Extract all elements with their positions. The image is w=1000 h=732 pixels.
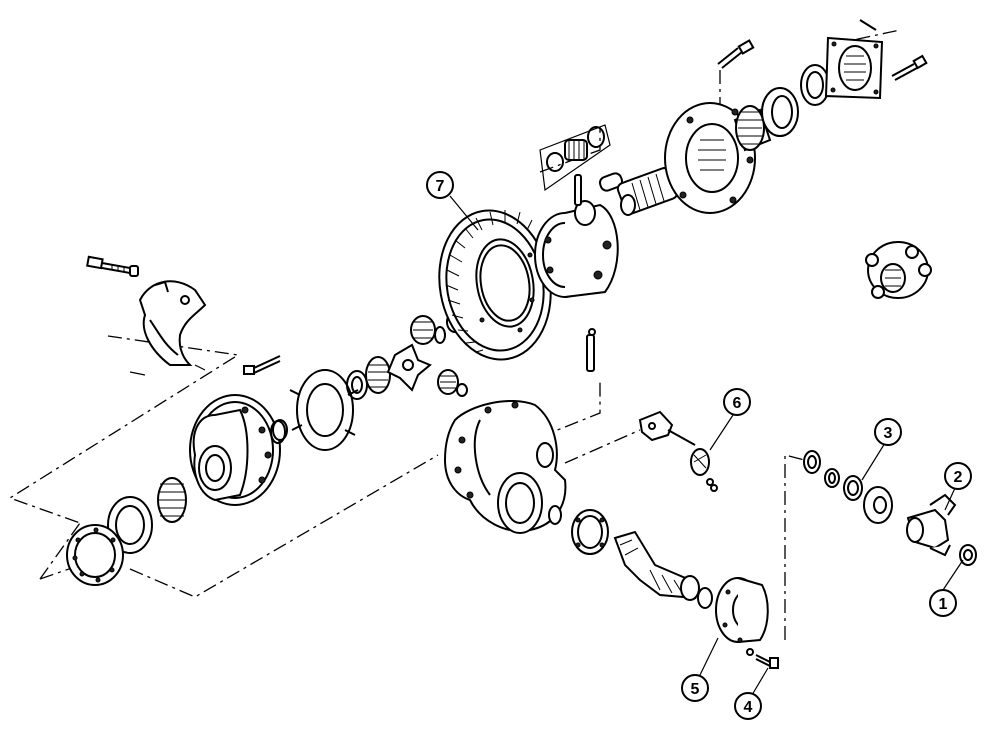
cover-plate-top — [824, 36, 884, 100]
differential-case-left — [189, 394, 281, 506]
callout-1-label: 1 — [939, 596, 948, 613]
yoke-flange — [906, 493, 957, 557]
axle-housing — [443, 399, 567, 534]
pinion-gear-top — [410, 311, 464, 345]
differential-case-right — [534, 200, 619, 298]
bearing-cap-left — [129, 280, 207, 376]
bearing-cone-top — [735, 105, 765, 151]
bearing-set-top — [539, 124, 611, 192]
callout-4-label: 4 — [744, 699, 753, 716]
differential-spider-gear — [272, 369, 359, 451]
callout-7-label: 7 — [436, 178, 445, 195]
callout-5-label: 5 — [691, 681, 700, 698]
pinion-shaft — [548, 505, 697, 600]
bolt-cover-right — [859, 19, 928, 81]
seal-ring-top — [800, 64, 830, 106]
pinion-gear-small — [437, 369, 468, 397]
bolt-top-left — [86, 255, 139, 277]
ring-gear — [438, 209, 552, 361]
callout-7: 7 — [426, 171, 454, 199]
bearing-cup-top — [761, 87, 799, 137]
callout-3-label: 3 — [884, 425, 893, 442]
callout-5: 5 — [681, 674, 709, 702]
spider-cross — [386, 343, 432, 392]
cross-pin-top — [574, 174, 582, 206]
spacer-pin — [598, 172, 624, 192]
adjusting-ring-left — [66, 524, 124, 586]
callout-6-label: 6 — [733, 395, 742, 412]
cross-pin-mid — [586, 328, 596, 372]
shift-lever — [638, 410, 696, 446]
thrust-washer-case — [270, 420, 286, 444]
callout-2-label: 2 — [954, 469, 963, 486]
leader-lines — [449, 195, 964, 696]
gasket — [690, 448, 718, 492]
callout-3: 3 — [874, 418, 902, 446]
thrust-washer-left — [346, 370, 368, 400]
splined-shaft — [616, 167, 679, 216]
bolt-top — [717, 39, 755, 69]
bolt-mid-left — [243, 355, 281, 375]
callout-2: 2 — [944, 462, 972, 490]
pinion-bearing — [680, 575, 713, 609]
companion-flange — [715, 577, 769, 643]
bearing-cone-left — [157, 477, 187, 523]
yoke-parts-right — [803, 450, 893, 524]
side-gear-left — [365, 356, 391, 394]
callout-1: 1 — [929, 589, 957, 617]
flange-bolt — [746, 648, 779, 669]
callout-4: 4 — [734, 692, 762, 720]
callout-6: 6 — [723, 388, 751, 416]
yoke-nut — [959, 544, 977, 566]
spider-assembly-right — [865, 241, 932, 299]
